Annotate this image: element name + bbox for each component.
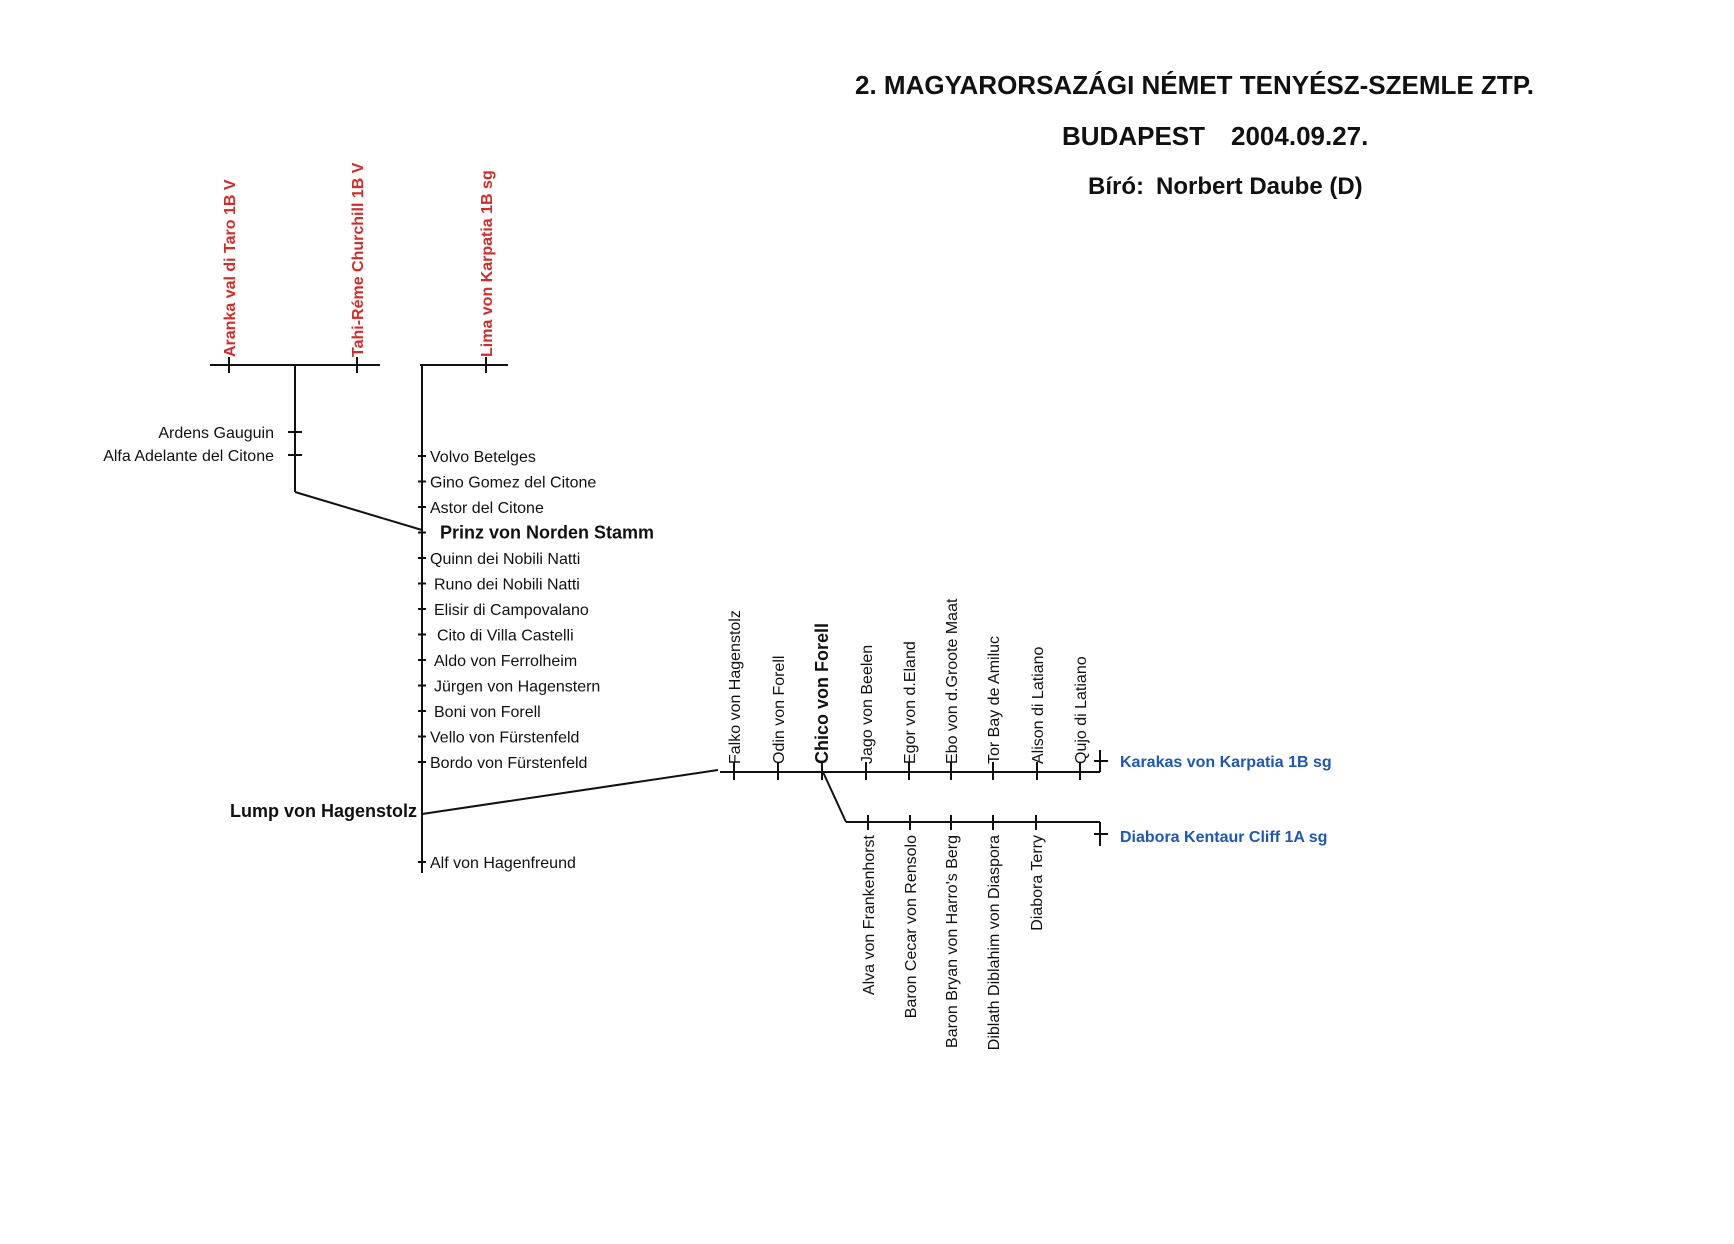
upper-branch-item: Ebo von d.Groote Maat (944, 598, 961, 764)
ancestor-label: Ardens Gauguin (158, 425, 274, 442)
lower-branch-item: Alva von Frankenhorst (861, 834, 878, 995)
upper-branch-item: Egor von d.Eland (902, 641, 919, 764)
upper-branch-item: Alison di Latiano (1030, 646, 1047, 764)
lower-branch-item: Diblath Diblahim von Diaspora (986, 835, 1003, 1050)
lower-branch-item: Baron Bryan von Harro's Berg (944, 835, 961, 1048)
judge-line: Bíró: Norbert Daube (D) (1088, 173, 1363, 201)
upper-branch-item: Jago von Beelen (859, 645, 876, 764)
top-dog-label: Tahi-Réme Churchill 1B V (350, 162, 367, 357)
ancestor-label: Alfa Adelante del Citone (103, 448, 274, 465)
main-line-item: Bordo von Fürstenfeld (430, 755, 587, 772)
left-to-prinz-connector (294, 491, 423, 531)
junction-label: Lump von Hagenstolz (230, 801, 417, 821)
lower-branch-item: Diabora Terry (1029, 835, 1046, 931)
main-to-branch-connector (421, 769, 719, 815)
page-title: 2. MAGYARORSAZÁGI NÉMET TENYÉSZ-SZEMLE Z… (855, 70, 1534, 100)
judge-name: Norbert Daube (D) (1156, 173, 1363, 200)
main-line-item: Boni von Forell (434, 704, 541, 721)
main-line-item: Elisir di Campovalano (434, 602, 589, 619)
event-city: BUDAPEST (1062, 121, 1206, 151)
main-line-item: Jürgen von Hagenstern (434, 679, 600, 696)
end-dog-label: Karakas von Karpatia 1B sg (1120, 754, 1332, 771)
event-location-date: BUDAPEST 2004.09.27. (1062, 121, 1368, 152)
main-line-highlight: Prinz von Norden Stamm (440, 523, 654, 543)
event-date: 2004.09.27. (1231, 121, 1369, 151)
main-line-item: Volvo Betelges (430, 449, 536, 466)
main-line-item: Vello von Fürstenfeld (430, 730, 579, 747)
end-dog-label: Diabora Kentaur Cliff 1A sg (1120, 829, 1327, 846)
upper-branch-item: Tor Bay de Amiluc (986, 636, 1003, 764)
top-dog-label: Lima von Karpatia 1B sg (479, 170, 496, 357)
upper-branch-item: Odin von Forell (771, 656, 788, 765)
top-dog-label: Aranka val di Taro 1B V (222, 179, 239, 357)
lower-branch-item: Baron Cecar von Rensolo (903, 835, 920, 1018)
upper-branch-item: Qujo di Latiano (1073, 656, 1090, 764)
branch-drop-connector (822, 771, 847, 823)
main-line-item: Cito di Villa Castelli (437, 628, 574, 645)
upper-branch-highlight: Chico von Forell (812, 623, 832, 764)
main-line-item: Aldo von Ferrolheim (434, 653, 577, 670)
judge-label: Bíró: (1088, 173, 1144, 200)
main-line-item: Quinn dei Nobili Natti (430, 551, 580, 568)
main-line-item: Astor del Citone (430, 500, 544, 517)
main-line-item: Alf von Hagenfreund (430, 855, 576, 872)
main-line-item: Gino Gomez del Citone (430, 475, 596, 492)
main-line-item: Runo dei Nobili Natti (434, 577, 580, 594)
upper-branch-item: Falko von Hagenstolz (727, 610, 744, 764)
